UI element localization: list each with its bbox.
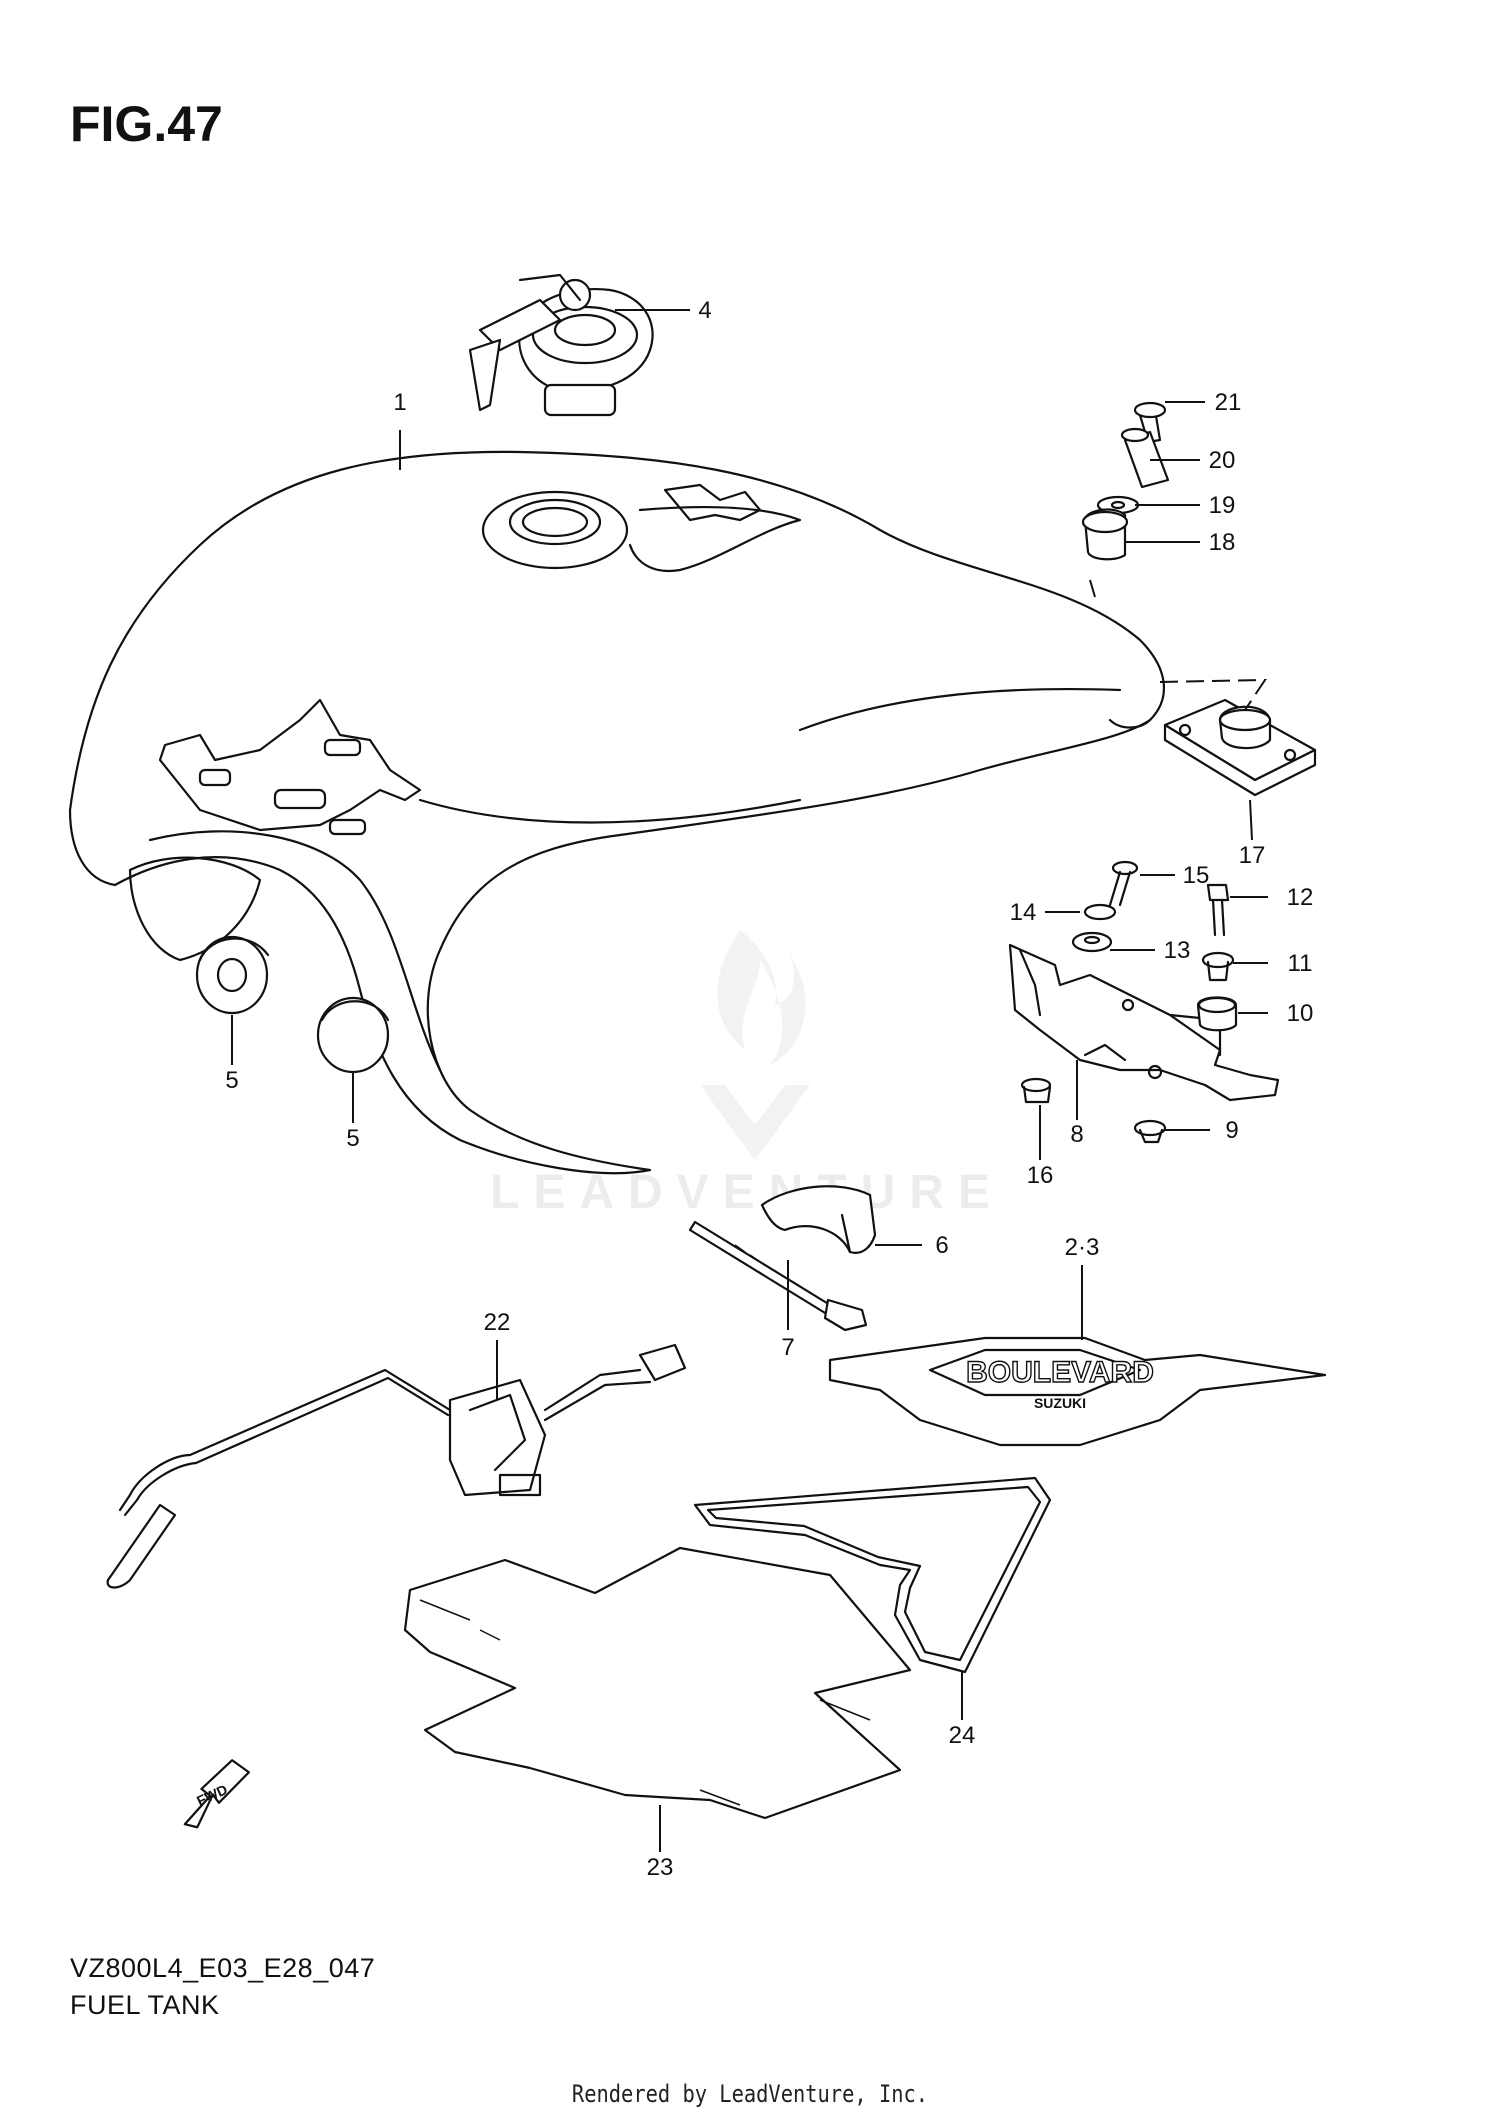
callout-20: 20 xyxy=(1209,447,1236,474)
rubber-mount-part xyxy=(1163,698,1317,797)
render-credit: Rendered by LeadVenture, Inc. xyxy=(571,2080,929,2108)
callout-18: 18 xyxy=(1209,529,1236,556)
watermark-logo xyxy=(700,930,810,1160)
callout-10: 10 xyxy=(1287,1000,1314,1027)
callout-5b: 5 xyxy=(346,1125,359,1152)
grommet-part-10 xyxy=(1196,996,1238,1032)
callout-24: 24 xyxy=(949,1722,976,1749)
cushion-part-5a xyxy=(195,935,270,1015)
callout-8: 8 xyxy=(1070,1121,1083,1148)
callout-22: 22 xyxy=(484,1309,511,1336)
callout-labels: 1 2·3 4 5 5 6 7 8 9 10 11 12 13 14 15 16… xyxy=(225,297,1313,1881)
bolt-part-9 xyxy=(1133,1119,1167,1144)
fuel-cap-part xyxy=(468,273,654,417)
fwd-arrow-icon: FWD xyxy=(183,1759,250,1829)
gasket-part xyxy=(693,1476,1052,1674)
callout-14: 14 xyxy=(1010,899,1037,926)
collar-part-16 xyxy=(1020,1077,1052,1104)
heat-protector-part xyxy=(403,1546,912,1820)
fuel-sender-part xyxy=(106,1343,687,1589)
callout-9: 9 xyxy=(1225,1117,1238,1144)
callout-2-3: 2·3 xyxy=(1065,1234,1100,1261)
collar-part-11 xyxy=(1201,951,1235,982)
mount-guide-line xyxy=(1159,678,1267,711)
callout-16: 16 xyxy=(1027,1162,1054,1189)
callout-12: 12 xyxy=(1287,884,1314,911)
callout-11: 11 xyxy=(1288,950,1313,977)
callout-13: 13 xyxy=(1164,937,1191,964)
emblem-main-text: BOULEVARD xyxy=(966,1356,1154,1389)
callout-19: 19 xyxy=(1209,492,1236,519)
emblem-sub-text: SUZUKI xyxy=(1034,1395,1086,1411)
cable-tie-part xyxy=(688,1220,868,1332)
diagram-code: VZ800L4_E03_E28_047 xyxy=(70,1953,376,1983)
grommet-part-13 xyxy=(1071,931,1113,953)
callout-23: 23 xyxy=(647,1854,674,1881)
callout-7: 7 xyxy=(781,1334,794,1361)
cushion-part-5b xyxy=(316,996,390,1074)
emblem-part: BOULEVARD SUZUKI xyxy=(828,1336,1327,1447)
screw-part-15 xyxy=(1108,860,1139,907)
fwd-label: FWD xyxy=(194,1781,230,1809)
washer-part-14 xyxy=(1083,903,1117,921)
bolt-part-12 xyxy=(1206,883,1230,937)
callout-5a: 5 xyxy=(225,1067,238,1094)
callout-21: 21 xyxy=(1215,389,1242,416)
callout-6: 6 xyxy=(935,1232,948,1259)
callout-4: 4 xyxy=(698,297,711,324)
diagram-name: FUEL TANK xyxy=(70,1990,220,2020)
callout-1: 1 xyxy=(393,389,406,416)
watermark: LEADVENTURE xyxy=(490,1166,1005,1219)
cushion-part-6 xyxy=(760,1185,877,1254)
mount-stack-part xyxy=(1081,401,1170,561)
callout-15: 15 xyxy=(1183,862,1210,889)
fuel-tank-part xyxy=(68,450,1166,1175)
figure-title: FIG.47 xyxy=(70,96,223,152)
leader-lines xyxy=(231,309,1268,1852)
bracket-part xyxy=(1008,943,1280,1102)
callout-17: 17 xyxy=(1239,842,1266,869)
mount-guide-tick xyxy=(1089,579,1096,598)
